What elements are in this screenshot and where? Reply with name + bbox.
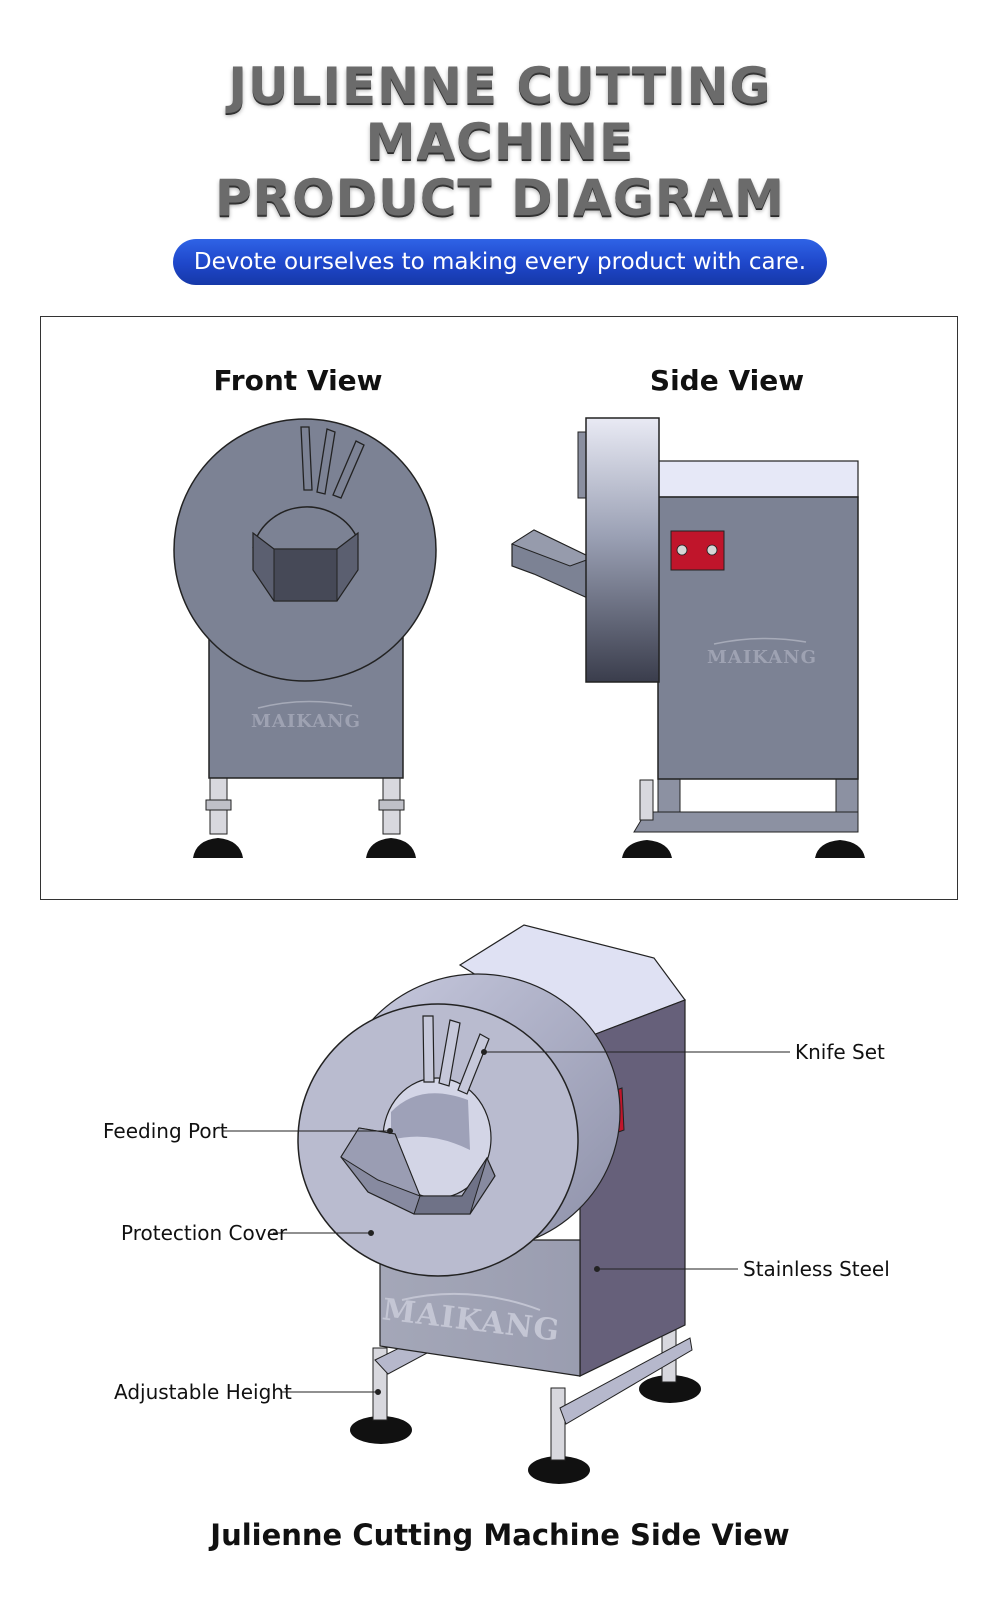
side-drum: [585, 417, 660, 683]
side-view-drawing: MAIKANG: [510, 417, 865, 858]
protection-cover-label: Protection Cover: [121, 1221, 288, 1245]
side-view-label: Side View: [649, 364, 805, 397]
front-view-drawing: MAIKANG: [173, 418, 437, 858]
side-brand-mark: MAIKANG: [707, 647, 817, 668]
front-view-label: Front View: [213, 364, 383, 397]
iso-knife-set: [422, 1015, 490, 1095]
front-leg-right: [366, 777, 416, 858]
front-leg-left: [193, 777, 243, 858]
page-title: JULIENNE CUTTING MACHINE PRODUCT DIAGRAM: [0, 58, 1000, 226]
feeding-port-label: Feeding Port: [103, 1119, 228, 1143]
front-brand-mark: MAIKANG: [251, 711, 361, 732]
title-line-2: MACHINE: [365, 113, 635, 171]
isometric-drawing: MAIKANG: [223, 924, 790, 1484]
adjustable-height-label: Adjustable Height: [114, 1380, 292, 1404]
knife-set-label: Knife Set: [795, 1040, 885, 1064]
stainless-steel-label: Stainless Steel: [743, 1257, 890, 1281]
footer-caption: Julienne Cutting Machine Side View: [210, 1518, 790, 1552]
title-line-1: JULIENNE CUTTING: [228, 57, 772, 115]
views-frame: [40, 316, 958, 900]
tagline-banner: Devote ourselves to making every product…: [173, 239, 827, 285]
title-line-3: PRODUCT DIAGRAM: [215, 169, 785, 227]
front-knife-set: [300, 426, 365, 499]
